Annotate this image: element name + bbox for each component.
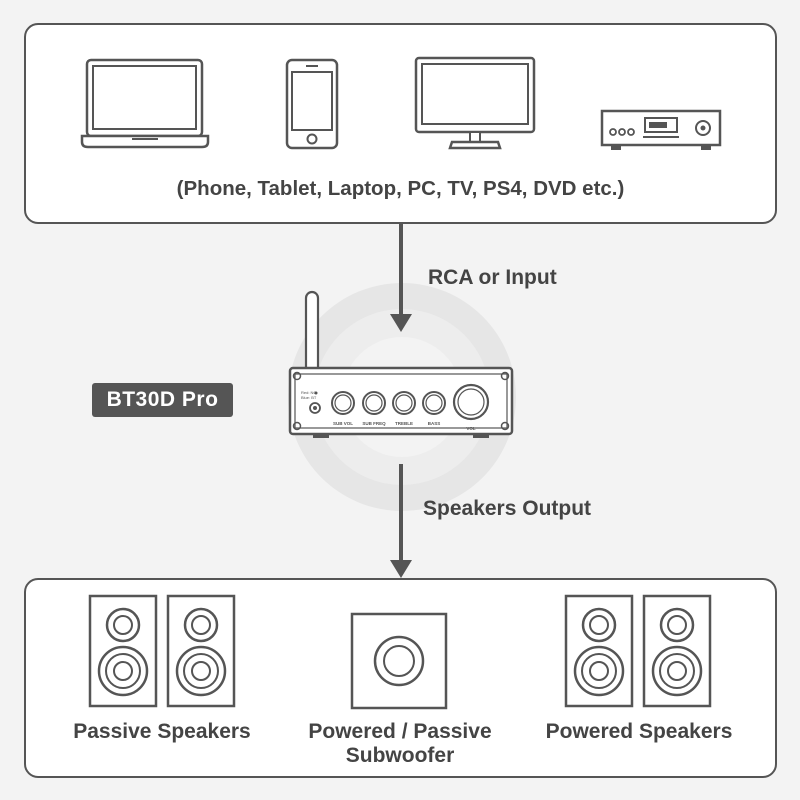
model-badge: BT30D Pro	[92, 383, 233, 417]
powered-speakers-label: Powered Speakers	[545, 720, 733, 743]
svg-text:VOL: VOL	[466, 426, 476, 431]
svg-text:SUB VOL: SUB VOL	[333, 421, 353, 426]
subwoofer-label-line1: Powered / Passive	[308, 720, 492, 743]
svg-text:Red: NO: Red: NO	[301, 390, 317, 395]
subwoofer-label: Powered / Passive Subwoofer	[280, 720, 520, 768]
powered-speakers-icon	[564, 594, 712, 708]
dvd-player-icon	[600, 109, 722, 150]
passive-speakers-icon	[88, 594, 236, 708]
svg-text:Blue: BT: Blue: BT	[301, 395, 317, 400]
monitor-icon	[414, 56, 536, 150]
amplifier-device: Red: NO Blue: BT SUB VOL SUB FREQ TREBLE…	[288, 290, 514, 438]
svg-text:TREBLE: TREBLE	[395, 421, 413, 426]
subwoofer-icon	[350, 612, 448, 710]
phone-icon	[285, 58, 339, 150]
output-arrow-label: Speakers Output	[423, 497, 592, 520]
input-arrow	[390, 224, 412, 332]
svg-text:SUB FREQ: SUB FREQ	[362, 421, 386, 426]
input-arrow-label: RCA or Input	[428, 266, 557, 289]
subwoofer-label-line2: Subwoofer	[345, 744, 455, 767]
source-devices-caption: (Phone, Tablet, Laptop, PC, TV, PS4, DVD…	[176, 177, 625, 200]
output-arrow	[390, 464, 412, 578]
laptop-icon	[80, 58, 210, 149]
passive-speakers-label: Passive Speakers	[73, 720, 251, 743]
svg-text:BASS: BASS	[428, 421, 441, 426]
